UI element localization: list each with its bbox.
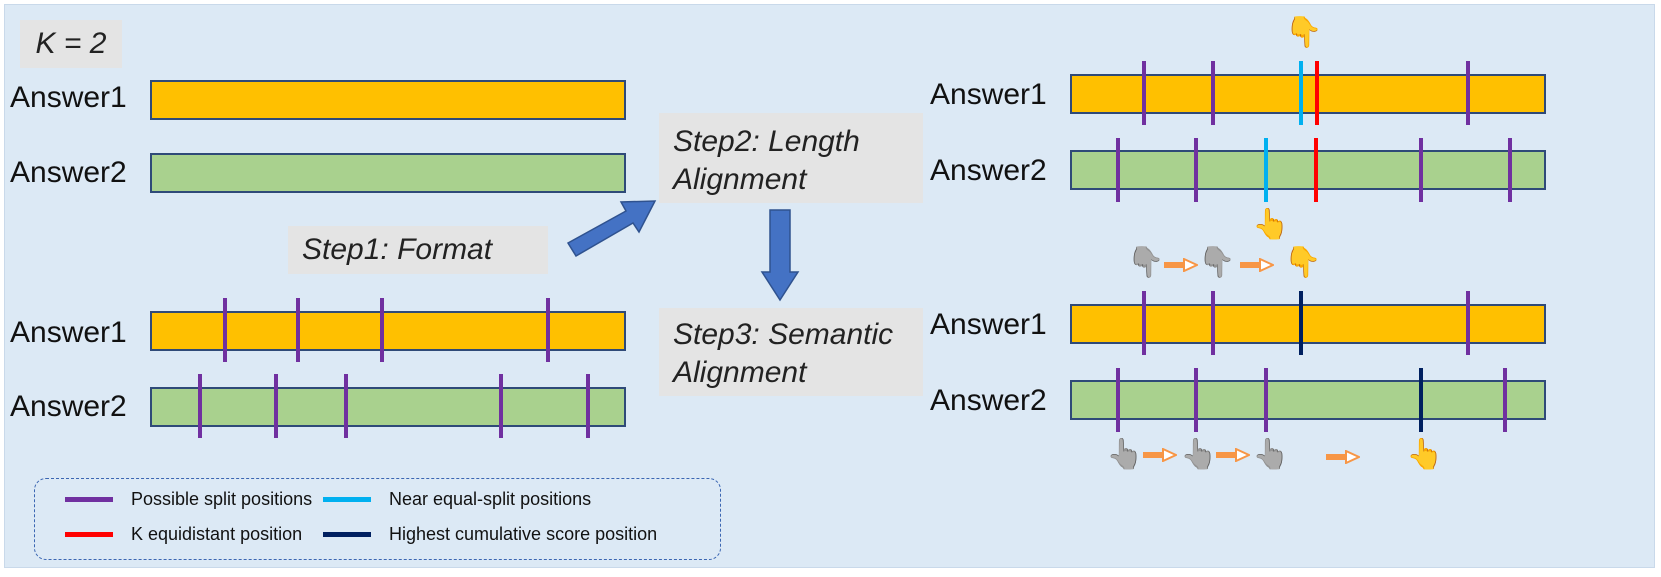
gray-pointing-hand-icon: 👆 [1106, 438, 1144, 471]
k-equidistant-tick [1314, 138, 1318, 202]
possible-split-tick [499, 374, 503, 438]
possible-split-tick [1194, 138, 1198, 202]
answer2-bar [1070, 150, 1546, 190]
possible-split-tick [546, 298, 550, 362]
possible-split-tick [1419, 138, 1423, 202]
answer1-label: Answer1 [930, 308, 1047, 341]
highest-score-tick [1299, 291, 1303, 355]
possible-split-tick [380, 298, 384, 362]
k-label: K = 2 [20, 20, 122, 68]
possible-split-tick [1142, 291, 1146, 355]
answer2-bar [150, 153, 626, 193]
right-arrow-icon [1216, 448, 1250, 462]
possible-split-tick [1503, 368, 1507, 432]
step3-line2: Alignment [673, 356, 807, 389]
step2-label: Step2: Length Alignment [659, 113, 923, 203]
pointing-hand-icon: 👆 [1252, 208, 1290, 241]
legend-item-near-equal: Near equal-split positions [323, 489, 591, 510]
possible-split-tick [296, 298, 300, 362]
k-equidistant-tick [1315, 61, 1319, 125]
pointing-hand-icon: 👇 [1284, 246, 1322, 279]
possible-split-tick [1116, 138, 1120, 202]
legend-swatch [65, 497, 113, 502]
legend-swatch [323, 532, 371, 537]
possible-split-tick [223, 298, 227, 362]
gray-pointing-hand-icon: 👇 [1127, 246, 1165, 279]
pointing-hand-icon: 👆 [1406, 438, 1444, 471]
gray-pointing-hand-icon: 👆 [1180, 438, 1218, 471]
answer1-bar [150, 311, 626, 351]
answer2-label: Answer2 [10, 156, 127, 189]
legend-item-k-equidistant: K equidistant position [65, 524, 302, 545]
legend: Possible split positions Near equal-spli… [34, 478, 721, 560]
pointing-hand-icon: 👇 [1285, 16, 1323, 49]
possible-split-tick [1466, 61, 1470, 125]
step2-line1: Step2: Length [673, 125, 860, 158]
possible-split-tick [1264, 368, 1268, 432]
right-arrow-icon [1240, 258, 1274, 272]
answer2-bar [150, 387, 626, 427]
blue-arrow-icon [760, 209, 800, 302]
right-arrow-icon [1143, 448, 1177, 462]
answer1-bar [150, 80, 626, 120]
near-equal-split-tick [1264, 138, 1268, 202]
possible-split-tick [1211, 291, 1215, 355]
near-equal-split-tick [1299, 61, 1303, 125]
legend-swatch [323, 497, 371, 502]
possible-split-tick [1142, 61, 1146, 125]
legend-swatch [65, 532, 113, 537]
possible-split-tick [1194, 368, 1198, 432]
gray-pointing-hand-icon: 👇 [1198, 246, 1236, 279]
gray-pointing-hand-icon: 👆 [1252, 438, 1290, 471]
possible-split-tick [1466, 291, 1470, 355]
possible-split-tick [1211, 61, 1215, 125]
possible-split-tick [344, 374, 348, 438]
possible-split-tick [586, 374, 590, 438]
step3-line1: Step3: Semantic [673, 318, 894, 351]
answer2-label: Answer2 [930, 154, 1047, 187]
possible-split-tick [274, 374, 278, 438]
right-arrow-icon [1164, 258, 1198, 272]
blue-arrow-icon [566, 200, 657, 258]
possible-split-tick [1508, 138, 1512, 202]
legend-label: Possible split positions [131, 489, 313, 509]
legend-item-possible: Possible split positions [65, 489, 312, 510]
answer1-label: Answer1 [930, 78, 1047, 111]
legend-item-highest: Highest cumulative score position [323, 524, 657, 545]
answer2-bar [1070, 380, 1546, 420]
legend-label: Near equal-split positions [389, 489, 592, 509]
possible-split-tick [198, 374, 202, 438]
answer2-label: Answer2 [10, 390, 127, 423]
step2-line2: Alignment [673, 163, 807, 196]
legend-label: Highest cumulative score position [389, 524, 658, 544]
step3-label: Step3: Semantic Alignment [659, 308, 923, 396]
answer1-label: Answer1 [10, 81, 127, 114]
highest-score-tick [1419, 368, 1423, 432]
possible-split-tick [1116, 368, 1120, 432]
legend-label: K equidistant position [131, 524, 303, 544]
right-arrow-icon [1326, 450, 1360, 464]
answer2-label: Answer2 [930, 384, 1047, 417]
answer1-label: Answer1 [10, 316, 127, 349]
step1-label: Step1: Format [288, 226, 548, 274]
